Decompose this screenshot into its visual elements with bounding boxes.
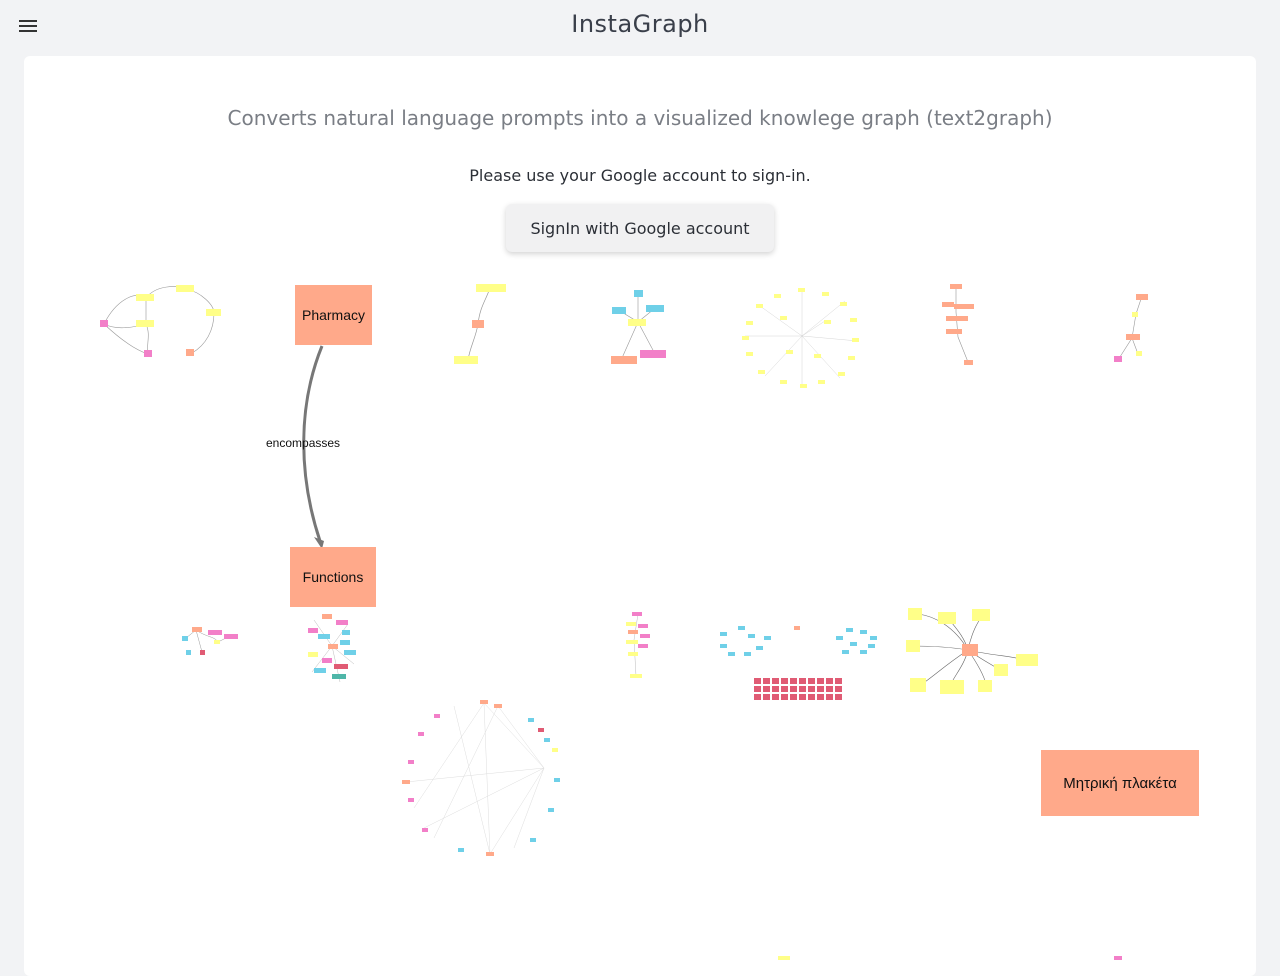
main-card: Pharmacy encompasses Functions xyxy=(24,56,1256,976)
graph-edge-arrow xyxy=(302,345,324,549)
graph-thumbnail[interactable] xyxy=(450,282,510,368)
graph-thumbnail[interactable] xyxy=(740,286,866,388)
graph-thumbnail[interactable] xyxy=(718,622,882,706)
graph-thumbnail[interactable] xyxy=(1110,292,1154,366)
graph-thumbnail[interactable] xyxy=(178,624,240,660)
graph-gallery: Pharmacy encompasses Functions xyxy=(24,56,1256,976)
graph-thumbnail[interactable] xyxy=(904,606,1040,698)
app-title: InstaGraph xyxy=(571,10,709,38)
graph-thumbnail-partial[interactable] xyxy=(778,956,794,960)
hamburger-menu-icon[interactable] xyxy=(14,12,42,40)
graph-node-functions[interactable]: Functions xyxy=(290,547,376,607)
graph-thumbnail[interactable] xyxy=(608,286,672,366)
graph-thumbnail[interactable] xyxy=(96,280,226,364)
google-signin-button[interactable]: SignIn with Google account xyxy=(506,204,774,252)
graph-thumbnail[interactable] xyxy=(620,610,656,680)
graph-thumbnail[interactable] xyxy=(304,612,360,686)
graph-node-motherboard[interactable]: Μητρική πλακέτα xyxy=(1041,750,1199,816)
top-bar: InstaGraph xyxy=(0,0,1280,56)
graph-thumbnail-partial[interactable] xyxy=(1114,956,1124,960)
graph-thumbnail[interactable] xyxy=(394,698,564,858)
graph-node-pharmacy[interactable]: Pharmacy xyxy=(295,285,372,345)
graph-thumbnail[interactable] xyxy=(940,282,980,368)
graph-edge-label: encompasses xyxy=(266,436,341,450)
app-subtitle: Converts natural language prompts into a… xyxy=(227,106,1053,130)
signin-prompt: Please use your Google account to sign-i… xyxy=(469,166,811,185)
